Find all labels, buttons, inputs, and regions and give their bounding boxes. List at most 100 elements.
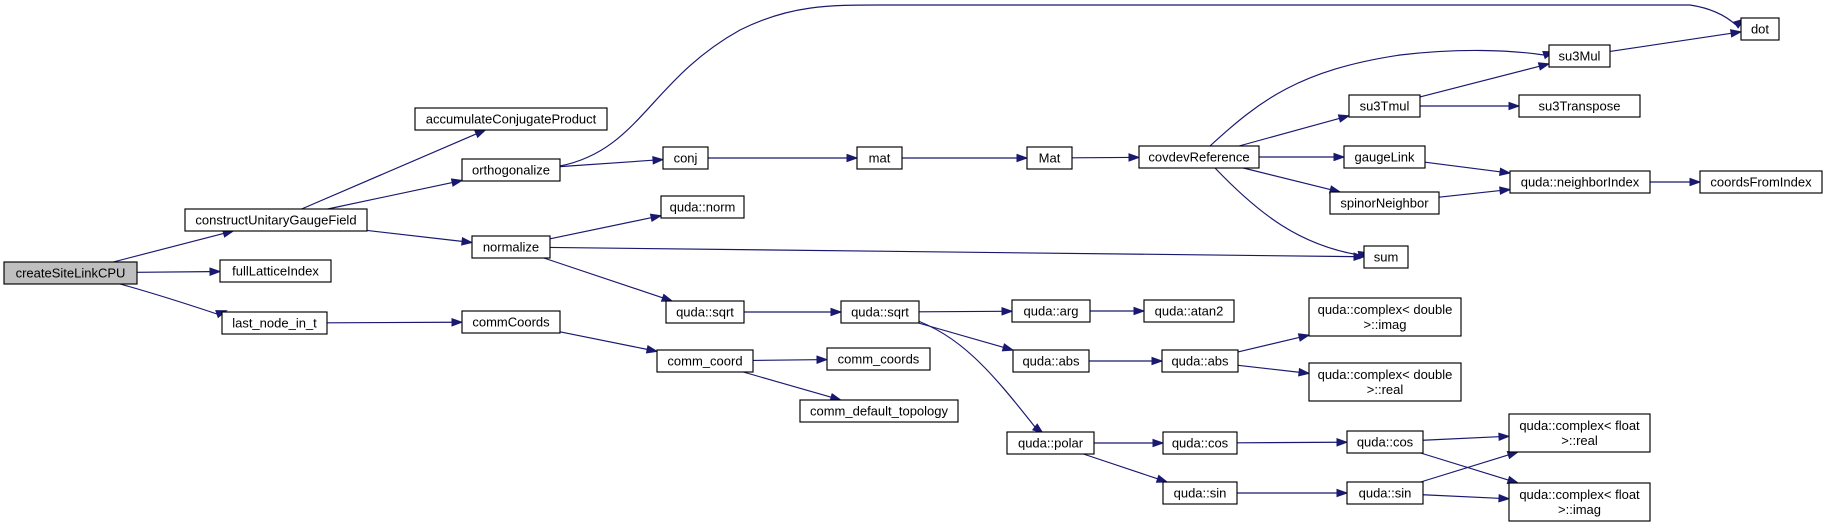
node-quda-sqrt-1[interactable]: quda::sqrt [665, 300, 745, 324]
node-complex-double-real[interactable]: quda::complex< double>::real [1308, 362, 1462, 402]
node-su3Transpose[interactable]: su3Transpose [1518, 94, 1641, 118]
node-quda-atan2[interactable]: quda::atan2 [1143, 299, 1235, 323]
edge-normalize-to-sum [549, 246, 1366, 261]
node-label: coordsFromIndex [1710, 175, 1812, 190]
function-nodes: createSiteLinkCPU constructUnitaryGaugeFi… [3, 17, 1823, 522]
node-complex-float-real[interactable]: quda::complex< float>::real [1508, 413, 1651, 453]
arrowhead-icon [1537, 62, 1551, 71]
node-dot[interactable]: dot [1740, 17, 1780, 41]
edge-line [549, 217, 652, 240]
node-box [656, 349, 754, 373]
node-mat[interactable]: mat [856, 146, 903, 170]
node-comm-default-topology[interactable]: comm_default_topology [799, 399, 959, 423]
node-comm-coord[interactable]: comm_coord [656, 349, 754, 373]
node-quda-polar[interactable]: quda::polar [1006, 431, 1095, 455]
edge-quda_polar-to-quda_sin_1 [1083, 453, 1169, 483]
node-box [219, 259, 332, 283]
arrowhead-icon [1336, 437, 1349, 447]
node-box [665, 300, 745, 324]
node-quda-sqrt-2[interactable]: quda::sqrt [840, 300, 920, 324]
node-label: conj [674, 151, 698, 166]
node-label: constructUnitaryGaugeField [195, 213, 356, 228]
edge-quda_polar-to-quda_cos_1 [1094, 438, 1165, 448]
node-fullLatticeIndex[interactable]: fullLatticeIndex [219, 259, 332, 283]
node-coordsFromIndex[interactable]: coordsFromIndex [1699, 170, 1823, 194]
node-box [471, 235, 551, 259]
node-quda-abs-2[interactable]: quda::abs [1161, 349, 1239, 373]
edge-line [1236, 441, 1338, 444]
edge-line [366, 229, 463, 242]
node-gaugeLink[interactable]: gaugeLink [1343, 145, 1426, 169]
node-label: comm_coord [667, 354, 742, 369]
node-last-node-in-t[interactable]: last_node_in_t [221, 311, 328, 335]
node-label: orthogonalize [472, 163, 550, 178]
arrowhead-icon [1498, 432, 1511, 442]
node-quda-sin-2[interactable]: quda::sin [1346, 481, 1424, 505]
node-quda-abs-1[interactable]: quda::abs [1012, 349, 1090, 373]
node-complex-double-imag[interactable]: quda::complex< double>::imag [1308, 297, 1462, 337]
node-quda-arg[interactable]: quda::arg [1011, 299, 1091, 323]
node-quda-cos-2[interactable]: quda::cos [1346, 430, 1424, 454]
edge-line [559, 159, 654, 168]
node-Mat[interactable]: Mat [1026, 146, 1073, 170]
arrowhead-icon [1337, 114, 1351, 123]
node-accumulateConjugateProduct[interactable]: accumulateConjugateProduct [414, 107, 608, 131]
edge-Mat-to-covdevReference [1071, 153, 1141, 162]
node-quda-sin-1[interactable]: quda::sin [1162, 481, 1238, 505]
node-box [1509, 170, 1651, 194]
node-complex-float-imag[interactable]: quda::complex< float>::imag [1508, 482, 1651, 522]
node-quda-norm[interactable]: quda::norm [660, 195, 745, 219]
node-label: quda::abs [1022, 354, 1080, 369]
node-label: gaugeLink [1355, 150, 1415, 165]
edge-conj-to-mat [708, 153, 859, 163]
node-quda-neighborIndex[interactable]: quda::neighborIndex [1509, 170, 1651, 194]
node-sum[interactable]: sum [1363, 245, 1409, 269]
edge-constructUnitaryGaugeField-to-orthogonalize [327, 178, 464, 210]
node-constructUnitaryGaugeField[interactable]: constructUnitaryGaugeField [184, 208, 368, 232]
node-box [660, 195, 745, 219]
node-label: quda::complex< float [1519, 487, 1640, 502]
node-box [840, 300, 920, 324]
edge-comm_coord-to-comm_coords [752, 355, 829, 365]
edge-line [743, 371, 832, 398]
node-conj[interactable]: conj [662, 146, 709, 170]
node-normalize[interactable]: normalize [471, 235, 551, 259]
node-label: covdevReference [1148, 150, 1249, 165]
node-orthogonalize[interactable]: orthogonalize [461, 158, 561, 182]
node-quda-cos-1[interactable]: quda::cos [1162, 431, 1238, 455]
edge-line [543, 257, 663, 299]
node-box [1346, 481, 1424, 505]
node-spinorNeighbor[interactable]: spinorNeighbor [1329, 191, 1440, 215]
node-covdevReference[interactable]: covdevReference [1138, 145, 1260, 169]
edge-line [327, 181, 453, 210]
node-label: quda::cos [1172, 436, 1229, 451]
node-label: quda::sqrt [851, 305, 909, 320]
node-label: spinorNeighbor [1340, 196, 1429, 211]
node-box [1006, 431, 1095, 455]
edge-quda_sin_2-to-complex_float_imag [1422, 493, 1511, 503]
node-comm-coords[interactable]: comm_coords [826, 347, 931, 371]
edge-orthogonalize-to-dot [559, 4, 1746, 167]
call-edges [113, 4, 1746, 503]
edge-su3Mul-to-dot [1609, 29, 1743, 53]
edge-line [1083, 453, 1158, 480]
arrowhead-icon [1298, 367, 1311, 377]
node-su3Mul[interactable]: su3Mul [1548, 44, 1611, 68]
arrowhead-icon [1729, 29, 1743, 38]
edge-quda_abs_1-to-quda_abs_2 [1089, 356, 1164, 366]
edge-line [1237, 336, 1300, 353]
node-box [1012, 349, 1090, 373]
node-commCoords[interactable]: commCoords [461, 310, 561, 334]
node-su3Tmul[interactable]: su3Tmul [1348, 94, 1421, 118]
edge-normalize-to-quda_norm [549, 213, 663, 240]
node-box [799, 399, 959, 423]
edge-line [136, 271, 211, 273]
edge-su3Tmul-to-su3Mul [1419, 62, 1551, 98]
edge-quda_neighborIndex-to-coordsFromIndex [1650, 177, 1702, 187]
node-createSiteLinkCPU[interactable]: createSiteLinkCPU [3, 261, 138, 285]
edge-createSiteLinkCPU-to-last_node_in_t [119, 283, 228, 319]
node-box [1329, 191, 1440, 215]
node-box [1346, 430, 1424, 454]
node-label: quda::atan2 [1155, 304, 1224, 319]
edge-quda_sqrt_1-to-quda_sqrt_2 [744, 307, 843, 317]
